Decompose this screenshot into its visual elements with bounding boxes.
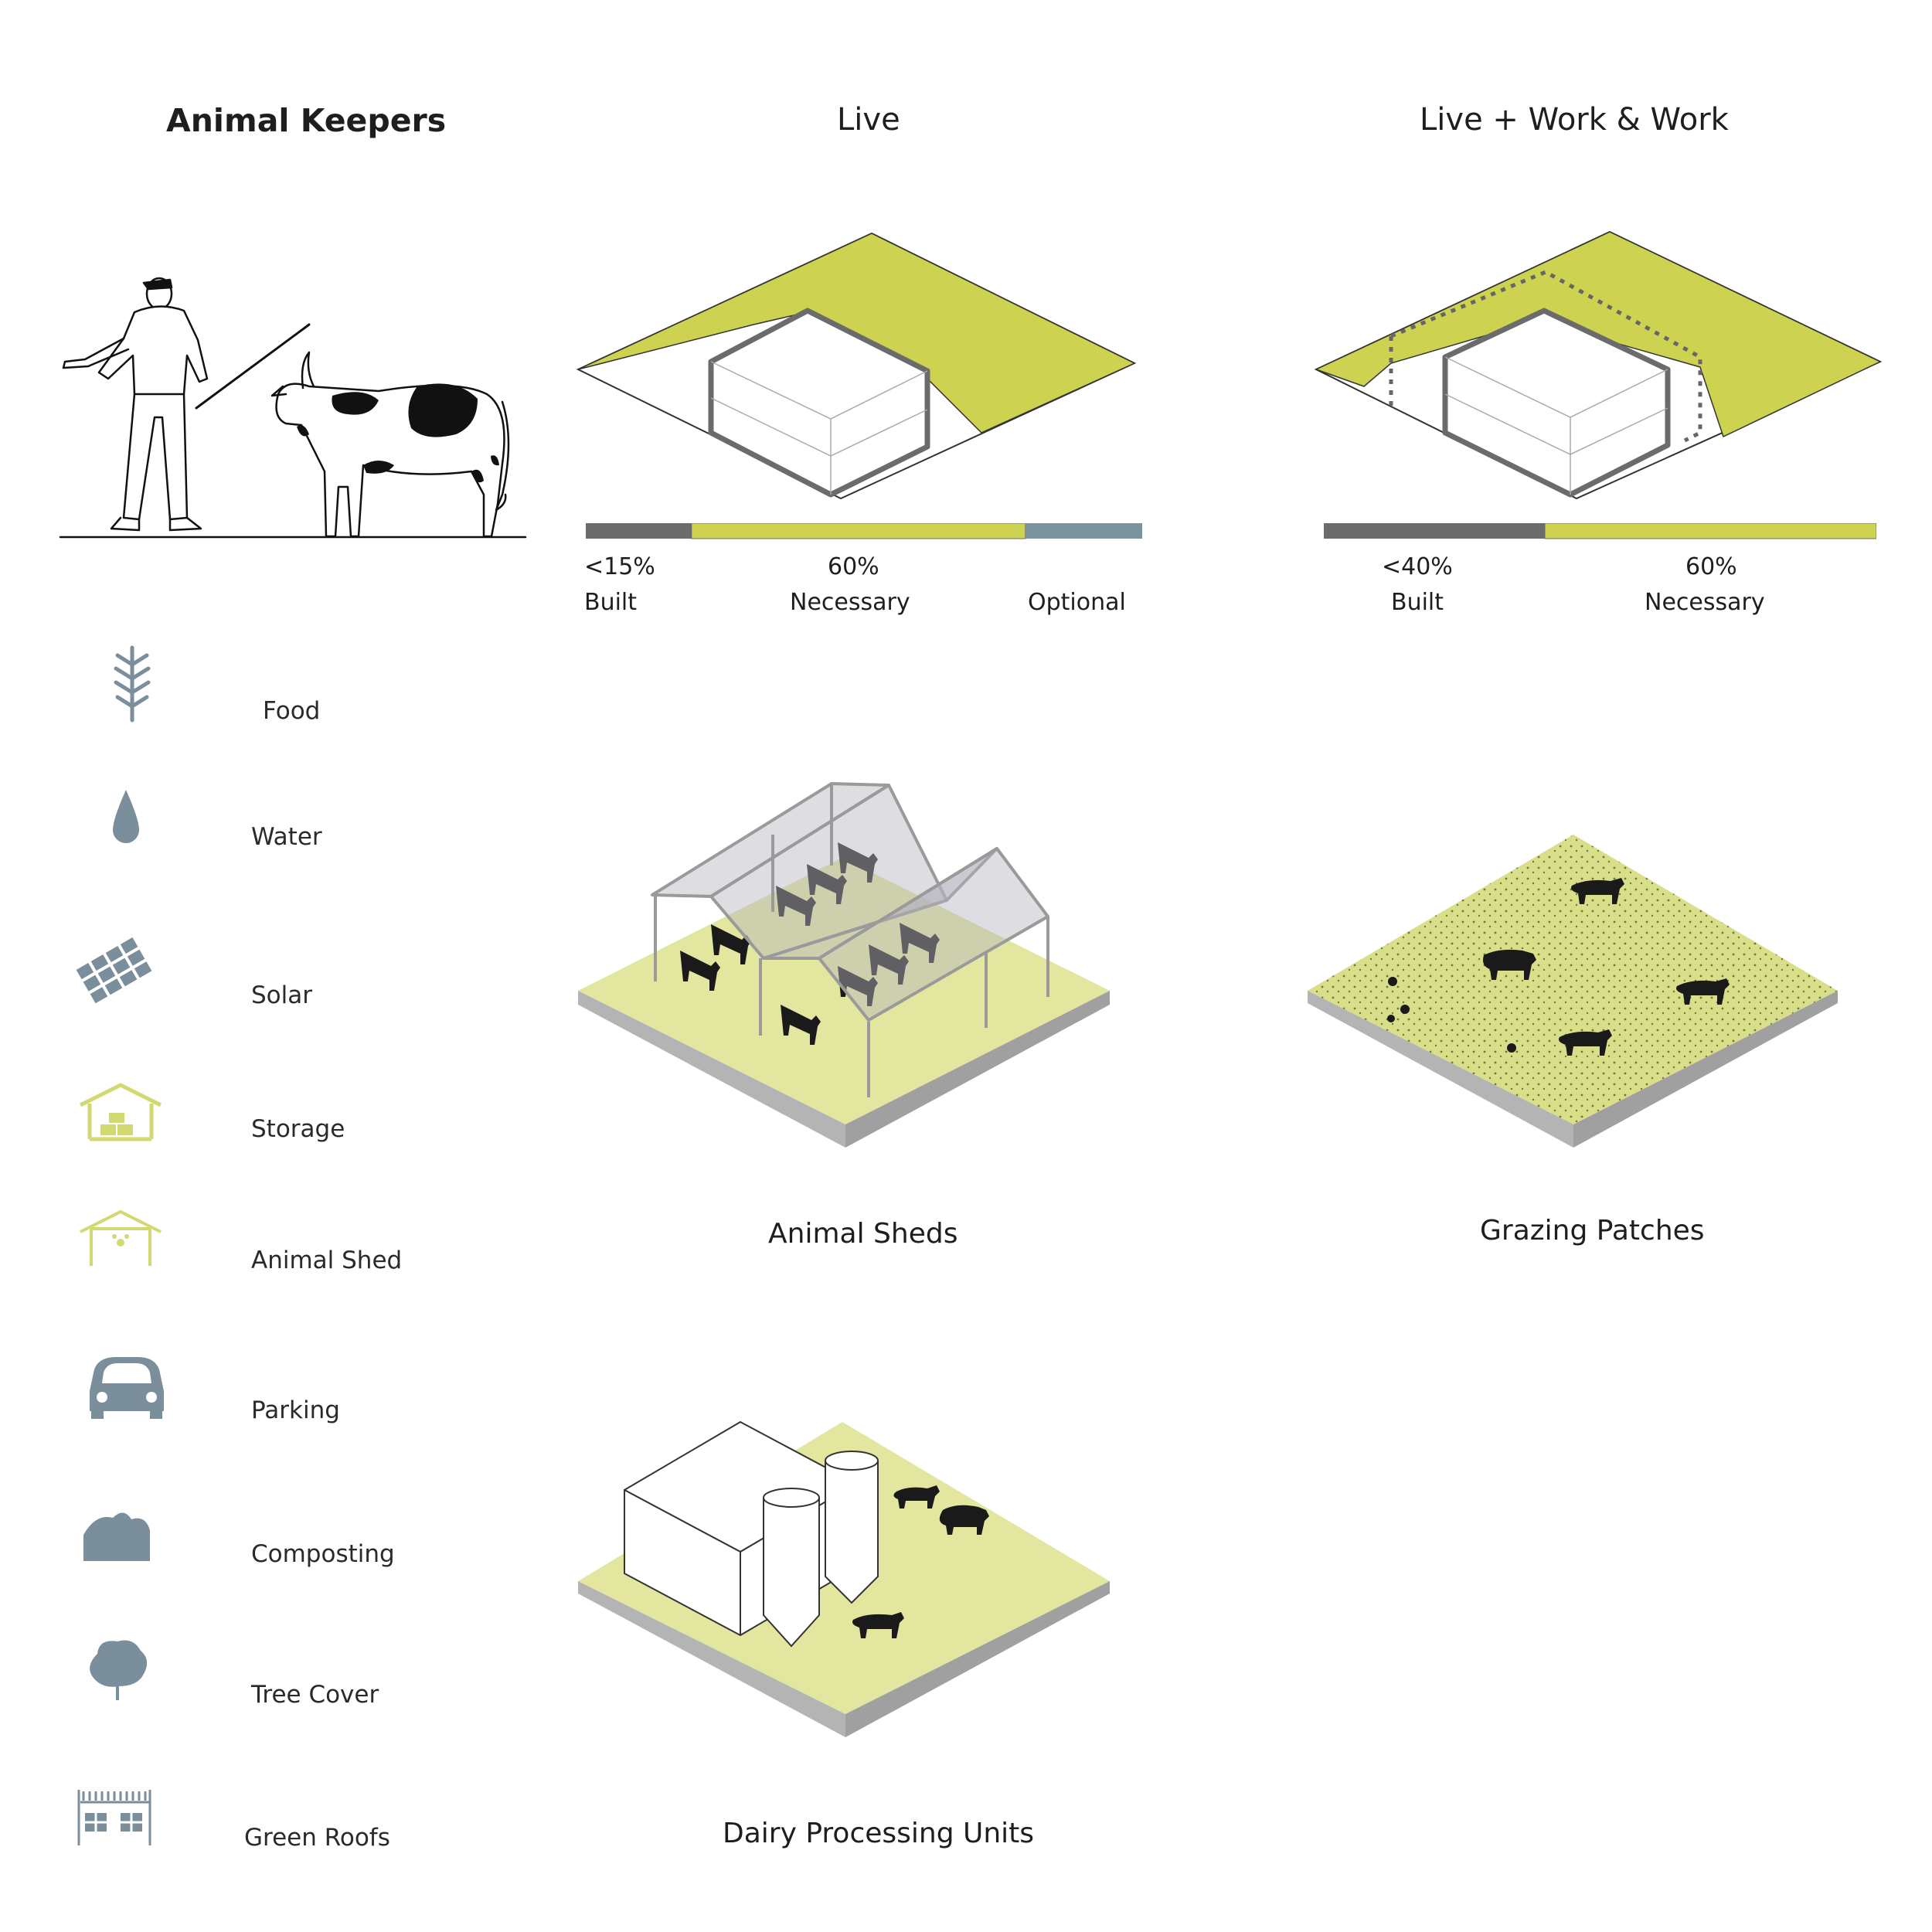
composting-icon	[83, 1512, 150, 1561]
legend-label-animal-shed: Animal Shed	[251, 1247, 403, 1274]
caption-animal-sheds: Animal Sheds	[768, 1218, 958, 1250]
legend-label-food: Food	[263, 697, 321, 725]
live-work-necessary-pct: 60%	[1685, 553, 1737, 580]
animal-shed-icon	[80, 1209, 162, 1266]
legend-label-green-roofs: Green Roofs	[244, 1824, 390, 1852]
live-bar-optional	[1025, 523, 1142, 539]
shed-cattle	[680, 842, 940, 1045]
legend-label-solar: Solar	[251, 981, 312, 1009]
farmer-cow-illustration	[59, 277, 527, 539]
legend-label-water: Water	[251, 823, 322, 851]
live-built-pct: <15%	[584, 553, 655, 580]
live-work-bar-built	[1324, 523, 1545, 539]
live-work-heading: Live + Work & Work	[1420, 102, 1729, 138]
live-work-bar-necessary	[1544, 523, 1876, 539]
caption-grazing-patches: Grazing Patches	[1480, 1215, 1705, 1247]
water-drop-icon	[113, 790, 139, 843]
legend-label-parking: Parking	[251, 1396, 340, 1424]
live-bar-built	[586, 523, 692, 539]
green-roof-icon	[77, 1790, 151, 1845]
live-work-built-label: Built	[1391, 589, 1444, 616]
live-optional-label: Optional	[1028, 589, 1126, 616]
page-title: Animal Keepers	[166, 102, 447, 139]
live-work-bar	[1324, 523, 1876, 539]
grazing-cattle	[1387, 878, 1730, 1056]
legend-label-tree-cover: Tree Cover	[251, 1681, 379, 1709]
legend-label-storage: Storage	[251, 1115, 345, 1143]
wheat-icon	[114, 645, 151, 723]
live-necessary-pct: 60%	[828, 553, 879, 580]
storage-icon	[79, 1083, 162, 1141]
live-necessary-label: Necessary	[790, 589, 910, 616]
car-icon	[90, 1357, 164, 1419]
live-work-necessary-label: Necessary	[1645, 589, 1765, 616]
legend-label-composting: Composting	[251, 1540, 395, 1568]
live-heading: Live	[837, 102, 900, 138]
solar-panel-icon	[76, 937, 152, 1004]
live-built-label: Built	[584, 589, 638, 616]
live-work-built-pct: <40%	[1382, 553, 1453, 580]
caption-dairy-processing: Dairy Processing Units	[723, 1818, 1035, 1849]
tree-icon	[90, 1640, 148, 1700]
live-bar	[586, 523, 1142, 539]
dairy-cattle	[852, 1485, 989, 1638]
